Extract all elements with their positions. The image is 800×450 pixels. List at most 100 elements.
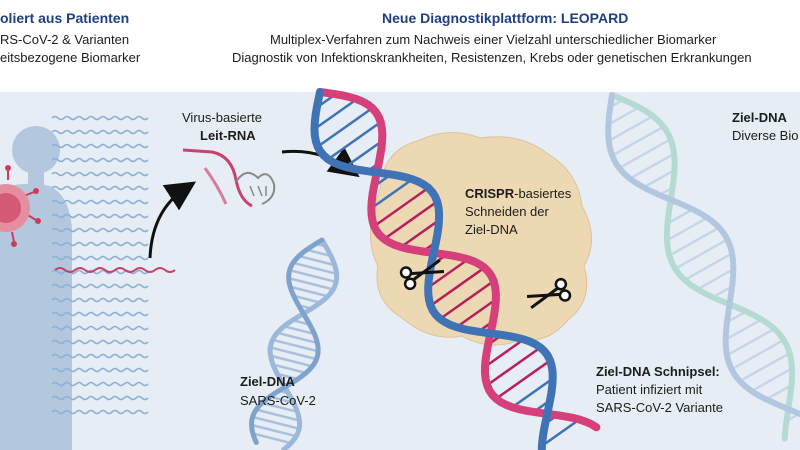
sample-strand xyxy=(51,395,149,401)
scissors-icon-right xyxy=(526,277,572,310)
ziel-dna-right-title: Ziel-DNA xyxy=(732,110,787,125)
sample-strand xyxy=(51,353,149,359)
base-pair xyxy=(252,415,300,430)
sample-strand xyxy=(51,129,149,135)
base-pair xyxy=(765,384,793,401)
sample-strand xyxy=(51,143,149,149)
sample-strand xyxy=(51,367,149,373)
snippet-line3: SARS-CoV-2 Variante xyxy=(596,400,723,415)
patient-header-line1: RS-CoV-2 & Varianten xyxy=(0,32,130,47)
base-pair xyxy=(541,418,581,447)
sample-strand xyxy=(51,339,149,345)
base-pair xyxy=(270,346,317,361)
base-pair xyxy=(373,186,430,228)
base-pair xyxy=(429,266,486,307)
platform-title: Neue Diagnostikplattform: LEOPARD xyxy=(382,10,629,26)
base-pair xyxy=(607,106,640,126)
virus-icon xyxy=(0,165,41,247)
platform-line2: Diagnostik von Infektionskrankheiten, Re… xyxy=(232,50,752,65)
base-pair xyxy=(726,327,775,357)
base-pair xyxy=(283,325,315,336)
sample-strand xyxy=(51,255,149,261)
base-pair xyxy=(289,268,337,284)
base-pair xyxy=(277,372,299,381)
base-pair xyxy=(293,294,321,304)
dna-helix-main xyxy=(310,88,601,450)
base-pair xyxy=(344,139,383,168)
base-pair xyxy=(316,107,374,148)
base-pair xyxy=(370,178,414,210)
sample-strand xyxy=(51,115,149,121)
sample-strand xyxy=(51,185,149,191)
scissors-icon-left xyxy=(399,258,445,291)
base-pair xyxy=(611,125,665,157)
base-pair xyxy=(251,423,297,438)
dna-helix-diverse xyxy=(605,92,800,442)
base-pair xyxy=(313,98,358,131)
dna-helix-sars xyxy=(249,237,340,450)
crispr-protein xyxy=(369,132,593,346)
dna-strand xyxy=(609,92,796,442)
base-pair xyxy=(252,432,292,445)
dna-strand xyxy=(310,88,557,450)
platform-line1: Multiplex-Verfahren zum Nachweis einer V… xyxy=(270,32,717,47)
dna-strand xyxy=(316,88,601,432)
sample-strand xyxy=(51,157,149,163)
base-pair xyxy=(270,354,313,368)
base-pair xyxy=(643,169,675,189)
crispr-label-line2: Schneiden der xyxy=(465,204,549,219)
sample-strands xyxy=(51,115,149,415)
base-pair xyxy=(383,200,438,241)
sample-strand xyxy=(51,171,149,177)
sample-rna-strand xyxy=(54,267,176,273)
base-pair xyxy=(484,338,525,368)
base-pair xyxy=(427,258,469,289)
sample-strand xyxy=(51,283,149,289)
base-pair xyxy=(725,318,763,341)
base-pair xyxy=(751,367,793,393)
leit-rna-line2: Leit-RNA xyxy=(200,128,256,143)
base-pair xyxy=(629,152,675,180)
base-pair xyxy=(272,363,307,375)
ziel-dna-left-title: Ziel-DNA xyxy=(240,374,295,389)
base-pair xyxy=(666,208,694,225)
ziel-dna-left-subtitle: SARS-CoV-2 xyxy=(240,393,316,408)
crispr-label-rest: -basiertes xyxy=(514,186,572,201)
sample-strand xyxy=(51,213,149,219)
crispr-label-line1: CRISPR-basiertes xyxy=(465,186,571,202)
base-pair xyxy=(455,298,497,329)
leit-rna-line1: Virus-basierte xyxy=(182,110,262,125)
base-pair xyxy=(674,238,729,270)
base-pair xyxy=(261,401,298,414)
dna-strand xyxy=(605,92,800,418)
dna-strand xyxy=(249,237,325,445)
sample-strand xyxy=(51,297,149,303)
base-pair xyxy=(486,346,542,387)
base-pair xyxy=(327,121,382,161)
base-pair xyxy=(511,377,554,409)
base-pair xyxy=(696,268,734,291)
ziel-dna-right-subtitle: Diverse Bio xyxy=(732,128,799,143)
sample-strand xyxy=(51,199,149,205)
crispr-label-line3: Ziel-DNA xyxy=(465,222,518,237)
base-pair xyxy=(400,219,440,249)
base-pair xyxy=(288,276,334,291)
base-pair xyxy=(306,248,332,258)
sample-strand xyxy=(51,311,149,317)
base-pair xyxy=(269,395,294,404)
base-pair xyxy=(289,285,329,298)
sample-strand xyxy=(51,325,149,331)
patient-header-line2: eitsbezogene Biomarker xyxy=(0,50,141,65)
base-pair xyxy=(276,331,318,345)
base-pair xyxy=(666,216,708,242)
base-pair xyxy=(618,138,672,170)
dna-strand xyxy=(267,237,340,450)
base-pair xyxy=(495,359,551,400)
base-pair xyxy=(739,352,791,383)
base-pair xyxy=(608,115,654,142)
base-pair xyxy=(292,261,337,276)
base-pair xyxy=(255,408,300,422)
base-pair xyxy=(668,226,720,257)
